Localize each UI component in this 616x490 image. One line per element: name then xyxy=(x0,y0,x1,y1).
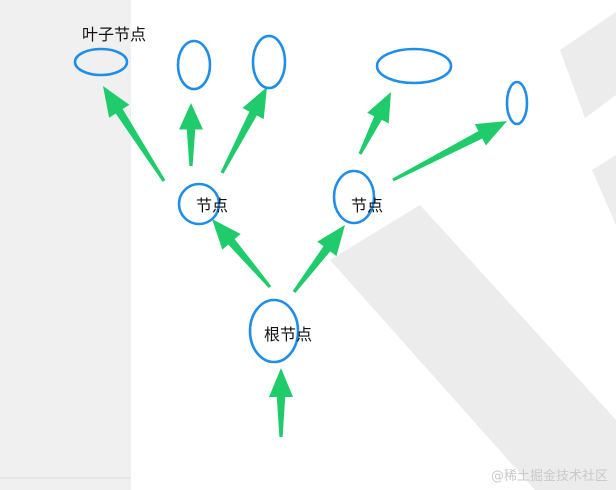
root-node-label: 根节点 xyxy=(264,325,313,344)
node-left-label: 节点 xyxy=(196,196,229,215)
arrow-left-to-leaf-3 xyxy=(220,87,267,174)
arrow-left-to-leaf-1 xyxy=(103,86,166,182)
arrow-root-in xyxy=(269,368,293,437)
node-left xyxy=(177,182,221,226)
watermark-text: @稀土掘金技术社区 xyxy=(490,469,608,484)
root-node xyxy=(248,298,300,364)
leaf-node-3 xyxy=(251,34,287,90)
arrow-left-to-leaf-2 xyxy=(179,103,203,166)
left-panel xyxy=(0,0,131,490)
leaf-node-5 xyxy=(505,80,529,126)
leaf-node-1 xyxy=(73,47,129,77)
nodes xyxy=(73,34,529,364)
background-logo xyxy=(330,12,616,490)
leaf-node-2 xyxy=(176,39,212,91)
leaf-node-label: 叶子节点 xyxy=(82,25,147,44)
arrow-right-to-leaf-5 xyxy=(392,121,507,182)
node-right xyxy=(332,169,376,225)
leaf-node-4 xyxy=(375,47,453,85)
arrow-root-to-right xyxy=(292,225,345,293)
arrow-root-to-left xyxy=(212,219,272,288)
arrows xyxy=(103,86,507,437)
arrow-right-to-leaf-4 xyxy=(358,92,391,155)
node-right-label: 节点 xyxy=(351,196,384,215)
